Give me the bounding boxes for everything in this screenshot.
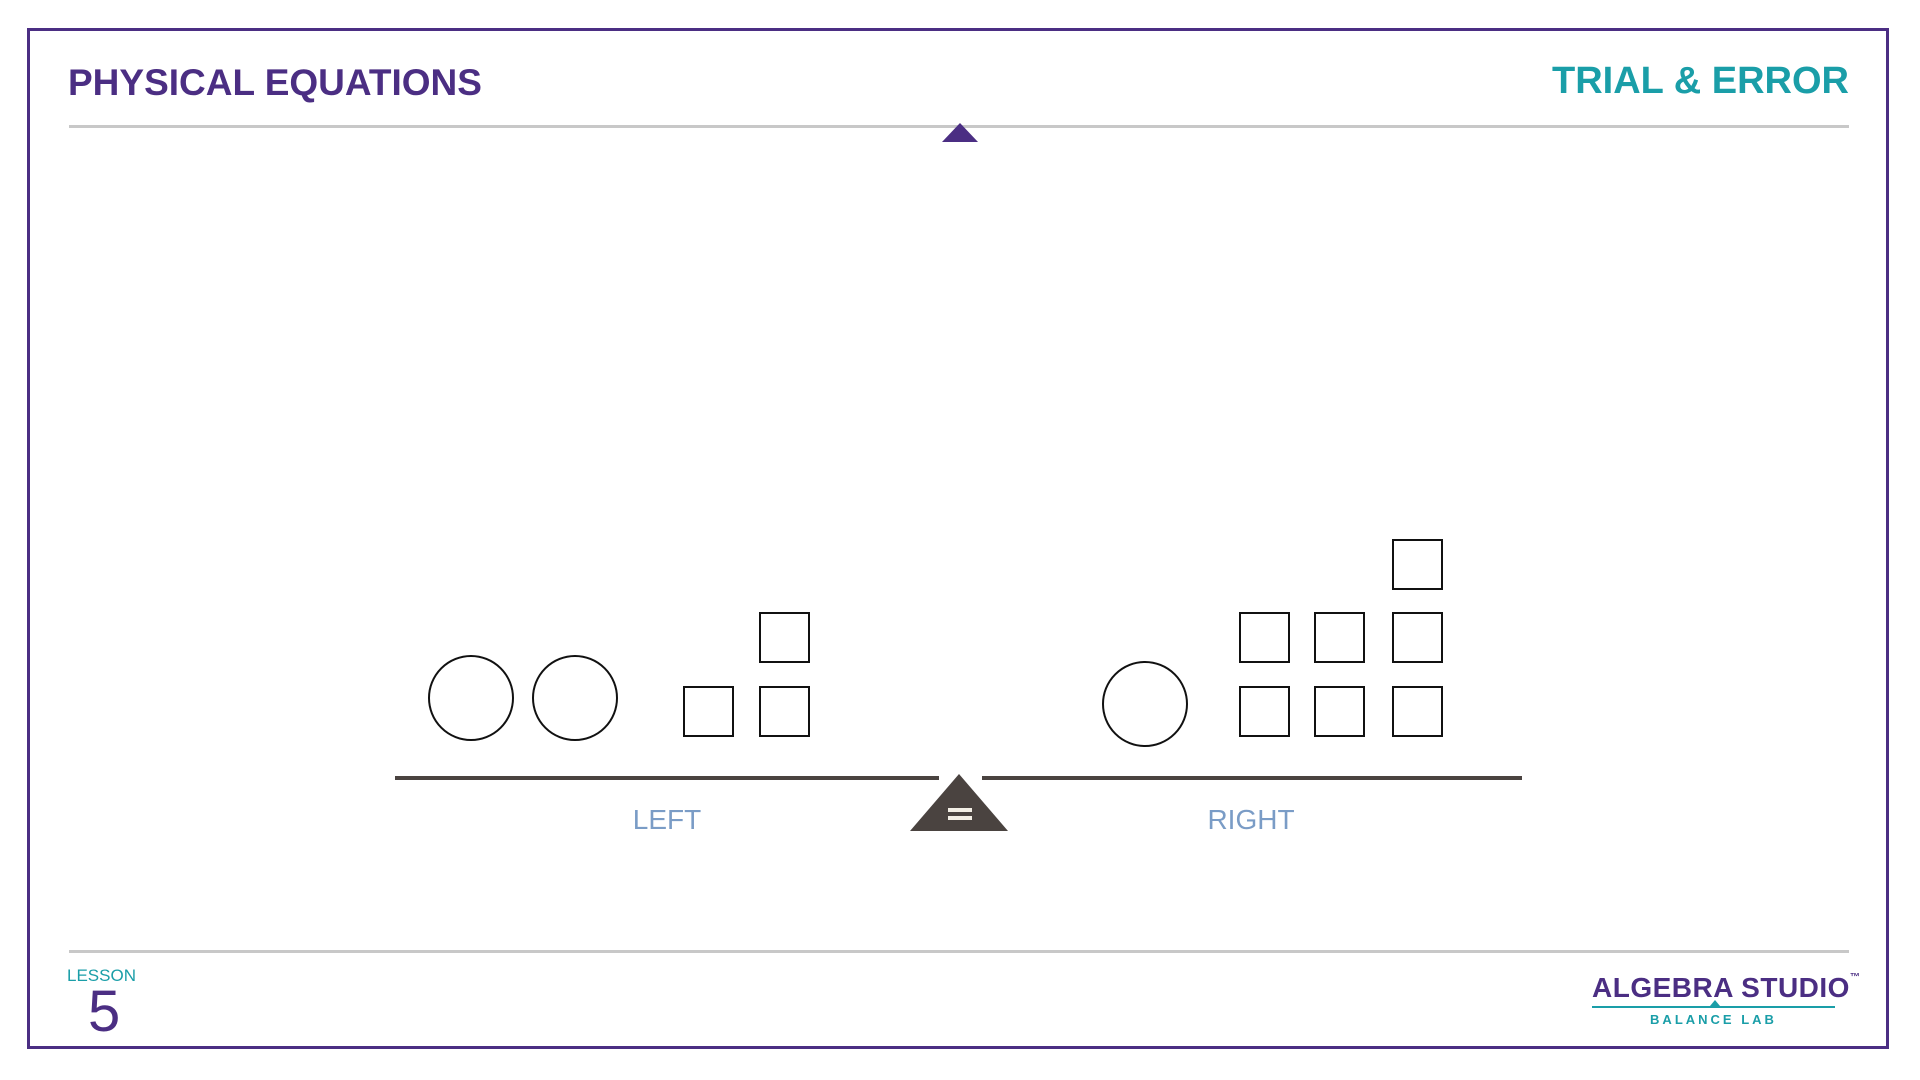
footer-divider <box>69 950 1849 953</box>
square-weight[interactable] <box>1392 612 1443 663</box>
square-weight[interactable] <box>683 686 734 737</box>
circle-weight[interactable] <box>428 655 514 741</box>
slide-frame <box>27 28 1889 1049</box>
square-weight[interactable] <box>1314 612 1365 663</box>
right-label: RIGHT <box>1207 804 1295 835</box>
left-label: LEFT <box>632 804 702 835</box>
section-title: TRIAL & ERROR <box>1552 60 1849 102</box>
square-weight[interactable] <box>1239 612 1290 663</box>
square-weight[interactable] <box>1314 686 1365 737</box>
square-weight[interactable] <box>1392 539 1443 590</box>
logo-triangle-icon <box>1710 1000 1720 1006</box>
logo-main-text: ALGEBRA STUDIO <box>1592 972 1850 1003</box>
left-pan-beam <box>395 776 939 780</box>
page-title: PHYSICAL EQUATIONS <box>68 62 482 103</box>
triangle-marker-icon <box>942 123 978 142</box>
fulcrum-triangle <box>910 774 1008 831</box>
logo-underline <box>1592 1000 1835 1008</box>
square-weight[interactable] <box>759 612 810 663</box>
square-weight[interactable] <box>1239 686 1290 737</box>
logo-sub-text: BALANCE LAB <box>1650 1012 1777 1027</box>
brand-logo: ALGEBRA STUDIO™ BALANCE LAB <box>1592 972 1860 1027</box>
lesson-label: LESSON <box>67 966 136 985</box>
circle-weight[interactable] <box>532 655 618 741</box>
square-weight[interactable] <box>759 686 810 737</box>
right-pan-beam <box>982 776 1522 780</box>
square-weight[interactable] <box>1392 686 1443 737</box>
logo-tm: ™ <box>1849 972 1861 983</box>
lesson-number: 5 <box>88 979 121 1044</box>
circle-weight[interactable] <box>1102 661 1188 747</box>
